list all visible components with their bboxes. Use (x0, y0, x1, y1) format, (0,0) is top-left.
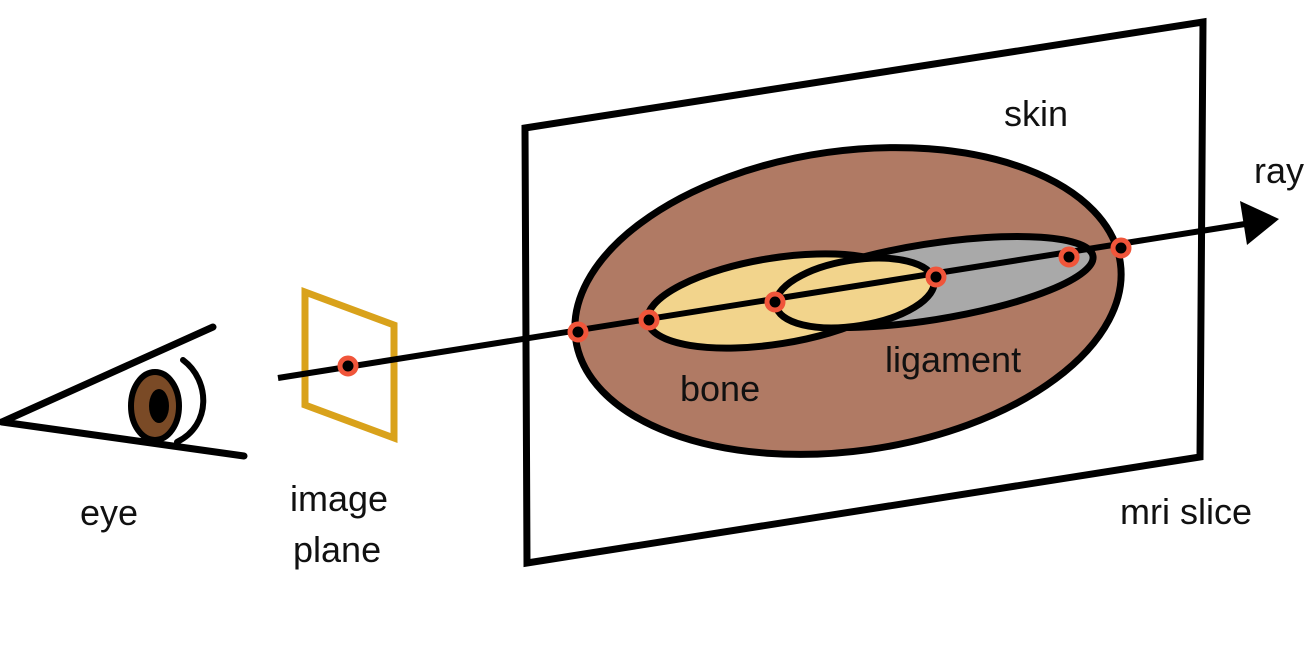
bone-entry-point (638, 309, 660, 331)
intersection-points (337, 237, 1132, 377)
eye-label: eye (80, 492, 138, 533)
bone-label: bone (680, 368, 760, 409)
image-plane-sample-point (337, 355, 359, 377)
ligament-entry-point (764, 291, 786, 313)
bone-exit-point (925, 266, 947, 288)
ray-line (277, 221, 1246, 381)
image-plane (301, 286, 398, 444)
eye-icon (0, 323, 248, 460)
image-plane-label-line2: plane (293, 529, 381, 570)
ligament-exit-point (1058, 246, 1080, 268)
ligament-label: ligament (885, 339, 1021, 380)
skin-label: skin (1004, 93, 1068, 134)
image-plane-label-line1: image (290, 478, 388, 519)
ray-arrowhead (1240, 201, 1279, 245)
skin-exit-point (1110, 237, 1132, 259)
ray-label: ray (1254, 150, 1304, 191)
skin-entry-point (567, 321, 589, 343)
mri-slice-frame (521, 17, 1207, 568)
mri-slice-label: mri slice (1120, 491, 1252, 532)
